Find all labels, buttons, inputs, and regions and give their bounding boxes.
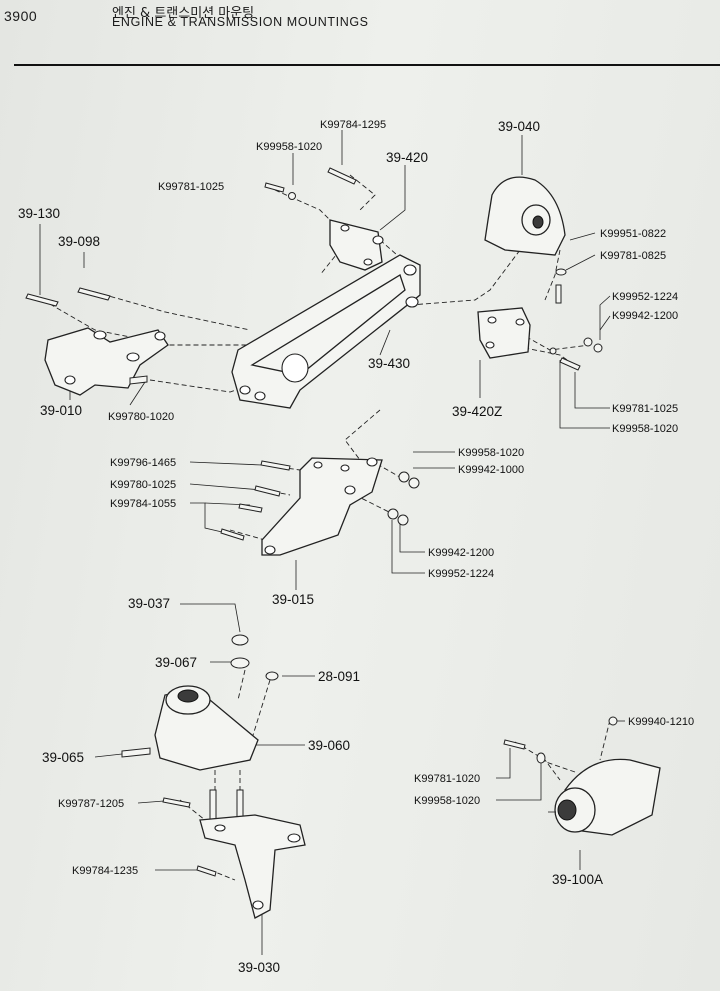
bolts-top	[264, 167, 357, 200]
header-divider	[14, 64, 720, 66]
callout-39-010: 39-010	[40, 403, 82, 418]
callout-K99781-0825: K99781-0825	[600, 250, 666, 262]
leader-lines	[39, 130, 625, 955]
nut-bolt-right-upper	[555, 268, 567, 304]
transmission-mount-39-100A	[503, 716, 661, 836]
callout-K99942-1200-mid: K99942-1200	[428, 547, 494, 559]
engine-mount-39-060	[121, 634, 279, 771]
bracket-39-420Z	[477, 307, 531, 359]
callout-K99952-1224-mid: K99952-1224	[428, 568, 494, 580]
callout-K99784-1235: K99784-1235	[72, 865, 138, 877]
fasteners-right	[549, 337, 603, 371]
callout-K99942-1000: K99942-1000	[458, 464, 524, 476]
callout-K99940-1210: K99940-1210	[628, 716, 694, 728]
bracket-39-010	[44, 327, 169, 396]
callout-K99784-1295: K99784-1295	[320, 119, 386, 131]
bracket-39-015	[261, 457, 383, 556]
callout-K99780-1025: K99780-1025	[110, 479, 176, 491]
callout-K99951-0822: K99951-0822	[600, 228, 666, 240]
callout-39-098: 39-098	[58, 234, 100, 249]
bracket-39-420	[329, 219, 384, 271]
callout-K99952-1224-top: K99952-1224	[612, 291, 678, 303]
callout-K99958-1020-top: K99958-1020	[256, 141, 322, 153]
callout-39-067: 39-067	[155, 655, 197, 670]
callout-39-420: 39-420	[386, 150, 428, 165]
page-number: 3900	[4, 8, 38, 24]
bolts-39-130-39-098	[25, 287, 148, 385]
callout-K99958-1020-low: K99958-1020	[414, 795, 480, 807]
callout-K99958-1020-mid: K99958-1020	[458, 447, 524, 459]
page-header: 3900 엔진 & 트랜스미션 마운팅 ENGINE & TRANSMISSIO…	[0, 0, 720, 70]
bracket-39-030	[162, 789, 306, 919]
callout-labels: 39-130 39-098 39-010 K99780-1020 K99958-…	[18, 119, 694, 975]
callout-K99787-1205: K99787-1205	[58, 798, 124, 810]
callout-K99796-1465: K99796-1465	[110, 457, 176, 469]
callout-39-420Z: 39-420Z	[452, 404, 502, 419]
callout-39-430: 39-430	[368, 356, 410, 371]
callout-K99781-1020: K99781-1020	[414, 773, 480, 785]
callout-K99942-1200-top: K99942-1200	[612, 310, 678, 322]
callout-28-091: 28-091	[318, 669, 360, 684]
page-title-english: ENGINE & TRANSMISSION MOUNTINGS	[112, 15, 369, 29]
callout-39-130: 39-130	[18, 206, 60, 221]
rubber-mount-39-040	[484, 176, 566, 256]
callout-K99784-1055: K99784-1055	[110, 498, 176, 510]
callout-K99781-1025-right: K99781-1025	[612, 403, 678, 415]
callout-39-100A: 39-100A	[552, 872, 603, 887]
callout-39-040: 39-040	[498, 119, 540, 134]
transverse-beam-39-430	[231, 254, 421, 409]
callout-39-060: 39-060	[308, 738, 350, 753]
callout-39-015: 39-015	[272, 592, 314, 607]
callout-K99780-1020: K99780-1020	[108, 411, 174, 423]
callout-K99781-1025-top: K99781-1025	[158, 181, 224, 193]
page-title-korean: 엔진 & 트랜스미션 마운팅	[112, 6, 255, 21]
callout-K99958-1020-right: K99958-1020	[612, 423, 678, 435]
callout-39-030: 39-030	[238, 960, 280, 975]
callout-39-065: 39-065	[42, 750, 84, 765]
callout-39-037: 39-037	[128, 596, 170, 611]
bolts-39-015	[220, 460, 420, 541]
